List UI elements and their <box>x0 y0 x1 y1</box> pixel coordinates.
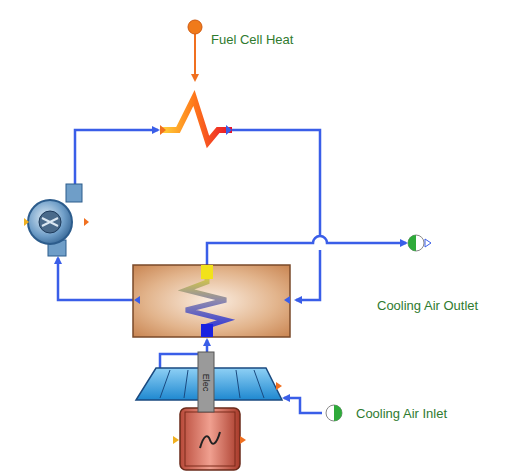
source-label: Fuel Cell Heat <box>211 33 293 46</box>
boundary-label: Cooling Air Outlet <box>377 299 478 312</box>
boundary-label: Cooling Air Inlet <box>356 407 447 420</box>
shaft-label: Elec <box>201 373 210 391</box>
